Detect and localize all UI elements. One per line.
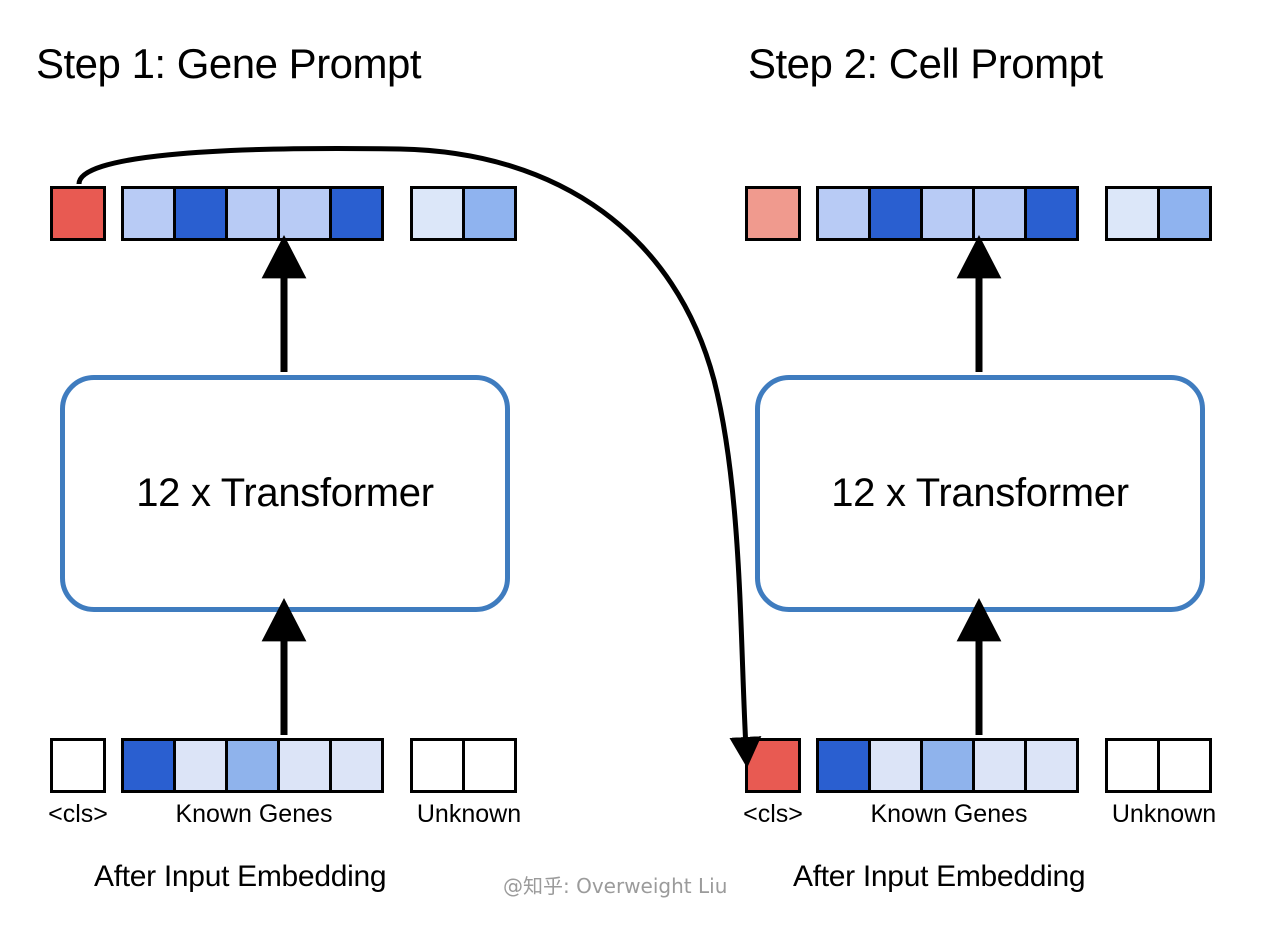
step-2-output-gene-cell-1[interactable]	[816, 186, 871, 241]
step-2-output-unknown-cell-1[interactable]	[1105, 186, 1160, 241]
step-2-input-known-genes-group	[816, 738, 1079, 793]
step-1-output-cls-cell[interactable]	[50, 186, 106, 241]
step-2-caption: After Input Embedding	[793, 860, 1086, 893]
step-2-title: Step 2: Cell Prompt	[748, 40, 1103, 87]
step-2-input-cls-cell[interactable]	[745, 738, 801, 793]
step-1-output-unknown-cell-2[interactable]	[462, 186, 517, 241]
step-2-input-unknown-cell-1[interactable]	[1105, 738, 1160, 793]
step-1-label-cls: <cls>	[48, 800, 108, 828]
step-1-label-known-genes: Known Genes	[175, 800, 333, 828]
step-2-label-cls: <cls>	[743, 800, 803, 828]
step-1-input-gene-cell-4[interactable]	[277, 738, 332, 793]
step-1-label-unknown: Unknown	[416, 800, 522, 828]
step-2-transformer-label: 12 x Transformer	[831, 471, 1129, 515]
step-2-input-gene-cell-2[interactable]	[868, 738, 923, 793]
step-1-output-gene-cell-5[interactable]	[329, 186, 384, 241]
watermark: @知乎: Overweight Liu	[503, 874, 728, 898]
step-1-output-gene-cell-4[interactable]	[277, 186, 332, 241]
step-2-input-gene-cell-5[interactable]	[1024, 738, 1079, 793]
step-2-input-cls-group	[745, 738, 801, 793]
step-1-transformer-box[interactable]: 12 x Transformer	[60, 375, 510, 612]
step-1-input-cls-group	[50, 738, 106, 793]
step-2-transformer-box[interactable]: 12 x Transformer	[755, 375, 1205, 612]
step-1-caption: After Input Embedding	[94, 860, 387, 893]
step-1-input-gene-cell-1[interactable]	[121, 738, 176, 793]
step-2-label-known-genes: Known Genes	[870, 800, 1028, 828]
step-1-output-unknown-cell-1[interactable]	[410, 186, 465, 241]
step-2-output-unknown-group	[1105, 186, 1212, 241]
step-1-output-cls-group	[50, 186, 106, 241]
step-2-output-gene-cell-5[interactable]	[1024, 186, 1079, 241]
step-1-output-gene-cell-1[interactable]	[121, 186, 176, 241]
step-2-output-cls-group	[745, 186, 801, 241]
step-2-output-cls-cell[interactable]	[745, 186, 801, 241]
step-1-output-gene-cell-3[interactable]	[225, 186, 280, 241]
step-1-input-unknown-cell-1[interactable]	[410, 738, 465, 793]
step-1-input-gene-cell-3[interactable]	[225, 738, 280, 793]
step-2-label-unknown: Unknown	[1111, 800, 1217, 828]
step-2-input-gene-cell-4[interactable]	[972, 738, 1027, 793]
step-1-input-unknown-group	[410, 738, 517, 793]
step-1-input-cls-cell[interactable]	[50, 738, 106, 793]
step-1-output-known-genes-group	[121, 186, 384, 241]
step-1-title: Step 1: Gene Prompt	[36, 40, 422, 87]
step-2-output-gene-cell-2[interactable]	[868, 186, 923, 241]
step-1-input-gene-cell-5[interactable]	[329, 738, 384, 793]
step-2-output-gene-cell-3[interactable]	[920, 186, 975, 241]
step-2-input-unknown-group	[1105, 738, 1212, 793]
step-2-output-known-genes-group	[816, 186, 1079, 241]
step-1-input-known-genes-group	[121, 738, 384, 793]
step-1-transformer-label: 12 x Transformer	[136, 471, 434, 515]
step-1-output-gene-cell-2[interactable]	[173, 186, 228, 241]
step-2-output-unknown-cell-2[interactable]	[1157, 186, 1212, 241]
step-1-input-gene-cell-2[interactable]	[173, 738, 228, 793]
step-1-output-unknown-group	[410, 186, 517, 241]
step-2-output-gene-cell-4[interactable]	[972, 186, 1027, 241]
step-2-input-unknown-cell-2[interactable]	[1157, 738, 1212, 793]
step-2-input-gene-cell-1[interactable]	[816, 738, 871, 793]
step-1-input-unknown-cell-2[interactable]	[462, 738, 517, 793]
step-2-input-gene-cell-3[interactable]	[920, 738, 975, 793]
